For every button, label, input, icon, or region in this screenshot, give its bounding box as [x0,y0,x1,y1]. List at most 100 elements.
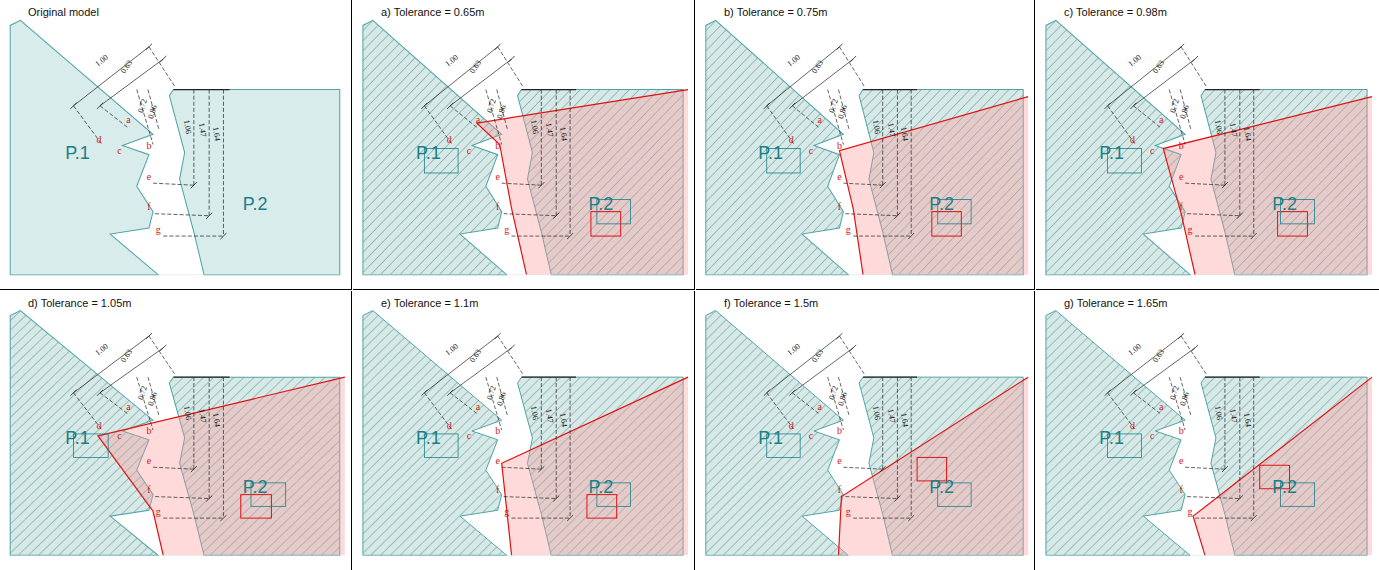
dimension-value: 1.47 [886,409,896,424]
point-letter: a [1159,115,1163,125]
dimension-tick [70,390,76,396]
dimension-base [522,377,577,378]
part-name: P.2 [243,195,268,213]
dimension-tick [191,466,197,472]
dimension-line [556,377,557,498]
panel: b) Tolerance = 0.75mabcdefg1.000.630.720… [696,0,1035,290]
selection-area [502,377,688,555]
point-letter: f [147,485,150,495]
extension-line [153,467,194,469]
panel: e) Tolerance = 1.1mabcdefg1.000.630.720.… [353,291,695,570]
point-letter: c [1150,431,1154,441]
part-name: P.2 [929,195,954,213]
dimension-line [148,90,159,131]
dimension-tick [1251,233,1257,239]
part-name: P.1 [416,144,441,162]
point-letter: c [117,431,121,441]
dimension-value: 0.72 [1169,98,1181,114]
dimension-value: 1.47 [544,123,554,138]
dimension-value: 1.00 [444,54,460,69]
extension-line [502,467,542,469]
dimension-line [911,377,912,518]
point-letter: a [476,115,480,125]
extension-line [149,336,176,375]
point-letter: d [1130,135,1135,145]
plate-p2 [169,90,339,275]
dimension-value: 0.63 [1152,59,1167,75]
extension-line [839,336,865,375]
dimension-line [1239,90,1240,216]
plate-p1 [706,20,848,274]
panel: a) Tolerance = 0.65mabcdefg1.000.630.720… [353,0,695,290]
dimension-line [897,90,898,216]
panel-title: d) Tolerance = 1.05m [26,297,133,309]
ground-line [10,274,340,275]
point-letter: d [96,135,101,145]
selection-area [1163,97,1372,275]
dimension-value: 1.00 [94,54,110,69]
panel-drawing [0,291,352,570]
point-letter: e [147,456,151,466]
point-letter: e [837,172,841,182]
dimension-tick [220,515,226,521]
panel-title: a) Tolerance = 0.65m [379,6,486,18]
selection-area [839,97,1028,275]
point-letter: b [495,426,500,436]
point-letter: b [837,426,842,436]
extension-line [512,518,570,519]
selection-edge [838,377,1028,555]
dimension-line [209,90,210,216]
dimension-line [882,377,883,469]
dimension-base [1205,89,1260,90]
extension-line [502,183,542,185]
point-letter: e [495,456,499,466]
panel: c) Tolerance = 0.98mabcdefg1.000.630.720… [1036,0,1379,290]
part-name: P.2 [588,195,613,213]
dimension-value: 0.86 [1179,391,1191,407]
part-name: P.1 [758,144,783,162]
dimension-value: 0.63 [469,348,484,364]
part-name: P.2 [929,478,954,496]
dimension-base [522,89,577,90]
point-letter: b [837,141,842,151]
point-letter: a [1159,402,1163,412]
part-name: P.2 [1272,478,1297,496]
dimension-value: 1.06 [182,406,192,421]
extension-line [845,214,897,216]
dimension-tick [495,333,501,339]
dimension-value: 1.64 [211,413,221,428]
dimension-tick [1237,213,1243,219]
dimension-value: 0.63 [119,348,134,364]
dimension-value: 1.64 [899,127,909,142]
dimension-tick [538,182,544,188]
extension-line [450,393,478,415]
extension-line [504,497,557,499]
dimension-tick [837,333,843,339]
panel-title: e) Tolerance = 1.1m [379,297,480,309]
dimension-base [863,89,917,90]
dimension-line [148,377,159,416]
ground-line [1046,274,1367,275]
point-letter: b [146,141,151,151]
dimension-value: 1.00 [786,54,802,69]
point-letter: d [96,421,101,431]
dimension-value: 0.86 [1179,104,1191,120]
ground-line [363,274,683,275]
dimension-tick [509,56,515,62]
ground-line [363,555,683,556]
dimension-line [193,377,194,469]
point-letter: e [1179,172,1183,182]
extension-line [100,393,129,415]
point-letter: g [846,507,851,517]
extension-line [153,183,194,185]
selection-area [1193,377,1372,555]
extension-line [450,106,478,128]
extension-line [845,497,897,499]
dimension-line [209,377,210,498]
extension-line [512,236,570,237]
dimension-line [1133,59,1195,106]
extension-line [792,393,820,415]
ground-line [706,274,1023,275]
dimension-value: 1.64 [899,413,909,428]
plate-p1 [706,311,848,556]
